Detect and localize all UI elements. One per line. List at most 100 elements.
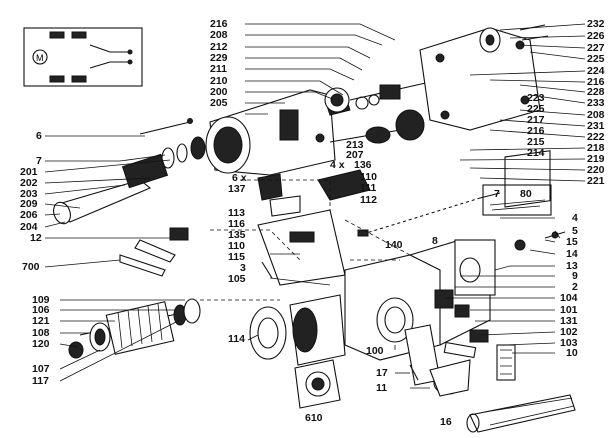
part-label: 212 [210, 41, 228, 53]
drill-bit [359, 192, 501, 236]
armature [68, 298, 201, 359]
part-label: 101 [560, 304, 578, 316]
part-label: 216 [210, 18, 228, 30]
part-label: 104 [560, 292, 578, 304]
part-label: 225 [527, 103, 545, 115]
part-label: 223 [527, 92, 545, 104]
part-label: 213 [346, 139, 364, 151]
part-label: 205 [210, 97, 228, 109]
part-label: 7 [494, 188, 500, 200]
part-label: 4 x [330, 159, 345, 171]
part-label: 3 [240, 262, 246, 274]
part-label: 121 [32, 315, 50, 327]
spindle-assembly [53, 118, 206, 225]
chuck-key-700 [119, 254, 166, 277]
part-label: 204 [20, 221, 38, 233]
part-label: 226 [587, 30, 605, 42]
part-label: 216 [587, 76, 605, 88]
part-label: 214 [527, 147, 545, 159]
part-label: 117 [32, 375, 49, 387]
part-label: 137 [228, 183, 246, 195]
handle-parts [134, 169, 371, 286]
part-label: 10 [566, 347, 578, 359]
part-label: 6 x [232, 172, 247, 184]
part-label: 105 [228, 273, 246, 285]
wiring-schematic: M [23, 27, 143, 87]
part-label: 215 [527, 136, 545, 148]
part-label: 219 [587, 153, 605, 165]
part-label: 208 [210, 29, 228, 41]
part-label: 200 [210, 86, 228, 98]
part-label: 209 [20, 198, 38, 210]
part-label: 102 [560, 326, 578, 338]
part-label: 9 [572, 270, 578, 282]
part-label: 110 [360, 171, 377, 183]
part-label: 228 [587, 86, 605, 98]
part-label: 233 [587, 97, 605, 109]
part-label: 14 [566, 248, 578, 260]
part-label: 110 [228, 240, 245, 252]
part-label: 227 [587, 42, 605, 54]
part-label: 16 [440, 416, 452, 428]
part-label: 7 [36, 155, 42, 167]
part-label: 220 [587, 164, 605, 176]
part-label: 135 [228, 229, 246, 241]
part-label: 201 [20, 166, 38, 178]
part-label: 103 [560, 337, 578, 349]
part-label: 116 [228, 218, 245, 230]
part-label: 136 [354, 159, 372, 171]
part-label: 115 [228, 251, 245, 263]
part-label: 218 [587, 142, 605, 154]
part-label: 17 [376, 367, 388, 379]
handle-grips [404, 324, 576, 433]
part-label: 13 [566, 260, 578, 272]
part-label: 225 [587, 53, 605, 65]
part-label: 106 [32, 304, 50, 316]
part-label: 216 [527, 125, 545, 137]
inset-box [482, 184, 552, 216]
part-label: 224 [587, 65, 605, 77]
part-label: 210 [210, 75, 228, 87]
part-label: 111 [360, 182, 377, 194]
part-label: 5 [572, 225, 578, 237]
motor-housing [344, 150, 551, 361]
part-label: 113 [228, 207, 245, 219]
part-label: 208 [587, 109, 605, 121]
svg-text:M: M [36, 53, 44, 63]
flange-610 [294, 359, 341, 409]
part-label: 207 [346, 149, 364, 161]
part-label: 217 [527, 114, 545, 126]
part-label: 610 [305, 412, 323, 424]
part-label: 11 [376, 382, 388, 394]
part-label: 229 [210, 52, 228, 64]
gear-housing [205, 87, 351, 176]
part-label: 231 [587, 120, 605, 132]
brush-holders [443, 304, 516, 381]
part-label: 8 [432, 235, 438, 247]
part-label: 108 [32, 327, 50, 339]
part-label: 206 [20, 209, 38, 221]
part-label: 700 [22, 261, 40, 273]
part-label: 203 [20, 188, 38, 200]
part-label: 80 [520, 188, 532, 200]
part-label: 109 [32, 294, 50, 306]
part-label: 140 [385, 239, 403, 251]
assembly-paths [200, 179, 411, 301]
part-label: 120 [32, 338, 50, 350]
part-label: 131 [560, 315, 578, 327]
part-label: 4 [572, 212, 578, 224]
part-label: 112 [360, 194, 377, 206]
leader-lines [44, 23, 586, 389]
part-label: 221 [587, 175, 605, 187]
part-label: 211 [210, 63, 227, 75]
part-label: 114 [228, 333, 245, 345]
part-label: 202 [20, 177, 38, 189]
stator-assembly [249, 294, 346, 366]
part-label: 232 [587, 18, 605, 30]
part-label: 6 [36, 130, 42, 142]
part-label: 107 [32, 363, 50, 375]
part-label: 100 [366, 345, 384, 357]
gearbox-cover [419, 24, 549, 131]
